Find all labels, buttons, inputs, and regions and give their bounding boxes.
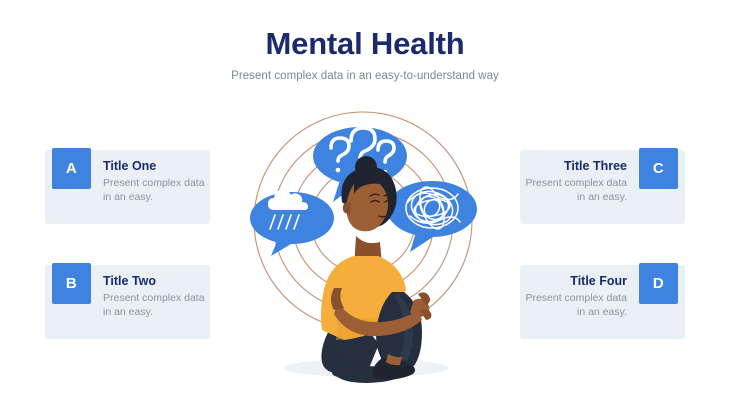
- tangle-icon: [405, 186, 461, 230]
- mouth: [378, 214, 389, 218]
- page-subtitle: Present complex data in an easy-to-under…: [231, 70, 499, 82]
- arm-upper: [331, 288, 344, 310]
- hand: [410, 292, 432, 320]
- card-title-label-three: Title Three: [564, 159, 627, 173]
- card-title-label-one: Title One: [103, 159, 157, 173]
- badge-b: B: [52, 263, 91, 304]
- pants-front-knee: [394, 294, 414, 366]
- rain-cloud-icon: [268, 190, 308, 230]
- card-body-one: Present complex data in an easy.: [103, 177, 205, 203]
- badge-c: C: [639, 148, 678, 189]
- ear: [342, 202, 351, 214]
- central-illustration: [238, 96, 488, 396]
- card-text-three: Title Three Present complex data in an e…: [522, 158, 627, 204]
- card-body-three: Present complex data in an easy.: [525, 177, 627, 203]
- hair-bun: [355, 156, 377, 178]
- seated-person: [321, 156, 432, 383]
- eyes: [370, 199, 392, 203]
- shoe-back: [331, 362, 363, 378]
- card-text-four: Title Four Present complex data in an ea…: [522, 273, 627, 319]
- card-title-label-two: Title Two: [103, 274, 157, 288]
- arm-forearm: [334, 302, 422, 337]
- eyebrows: [369, 193, 392, 197]
- card-title-one[interactable]: A Title One Present complex data in an e…: [45, 148, 210, 224]
- card-title-label-four: Title Four: [570, 274, 627, 288]
- card-title-four[interactable]: D Title Four Present complex data in an …: [520, 263, 685, 339]
- illustration-svg: [250, 111, 477, 383]
- card-text-two: Title Two Present complex data in an eas…: [103, 273, 208, 319]
- face: [346, 178, 389, 232]
- page-title: Mental Health: [265, 26, 465, 61]
- hair-front: [354, 175, 394, 194]
- badge-a: A: [52, 148, 91, 189]
- card-text-one: Title One Present complex data in an eas…: [103, 158, 208, 204]
- rain-cloud-bubble: [250, 190, 334, 256]
- tangled-scribble-bubble: [387, 181, 477, 252]
- card-body-four: Present complex data in an easy.: [525, 292, 627, 318]
- card-title-two[interactable]: B Title Two Present complex data in an e…: [45, 263, 210, 339]
- question-mark-icon-group: [329, 126, 396, 164]
- header: Mental Health Present complex data in an…: [0, 26, 730, 83]
- card-title-three[interactable]: C Title Three Present complex data in an…: [520, 148, 685, 224]
- shoe: [371, 354, 415, 380]
- card-body-two: Present complex data in an easy.: [103, 292, 205, 318]
- badge-d: D: [639, 263, 678, 304]
